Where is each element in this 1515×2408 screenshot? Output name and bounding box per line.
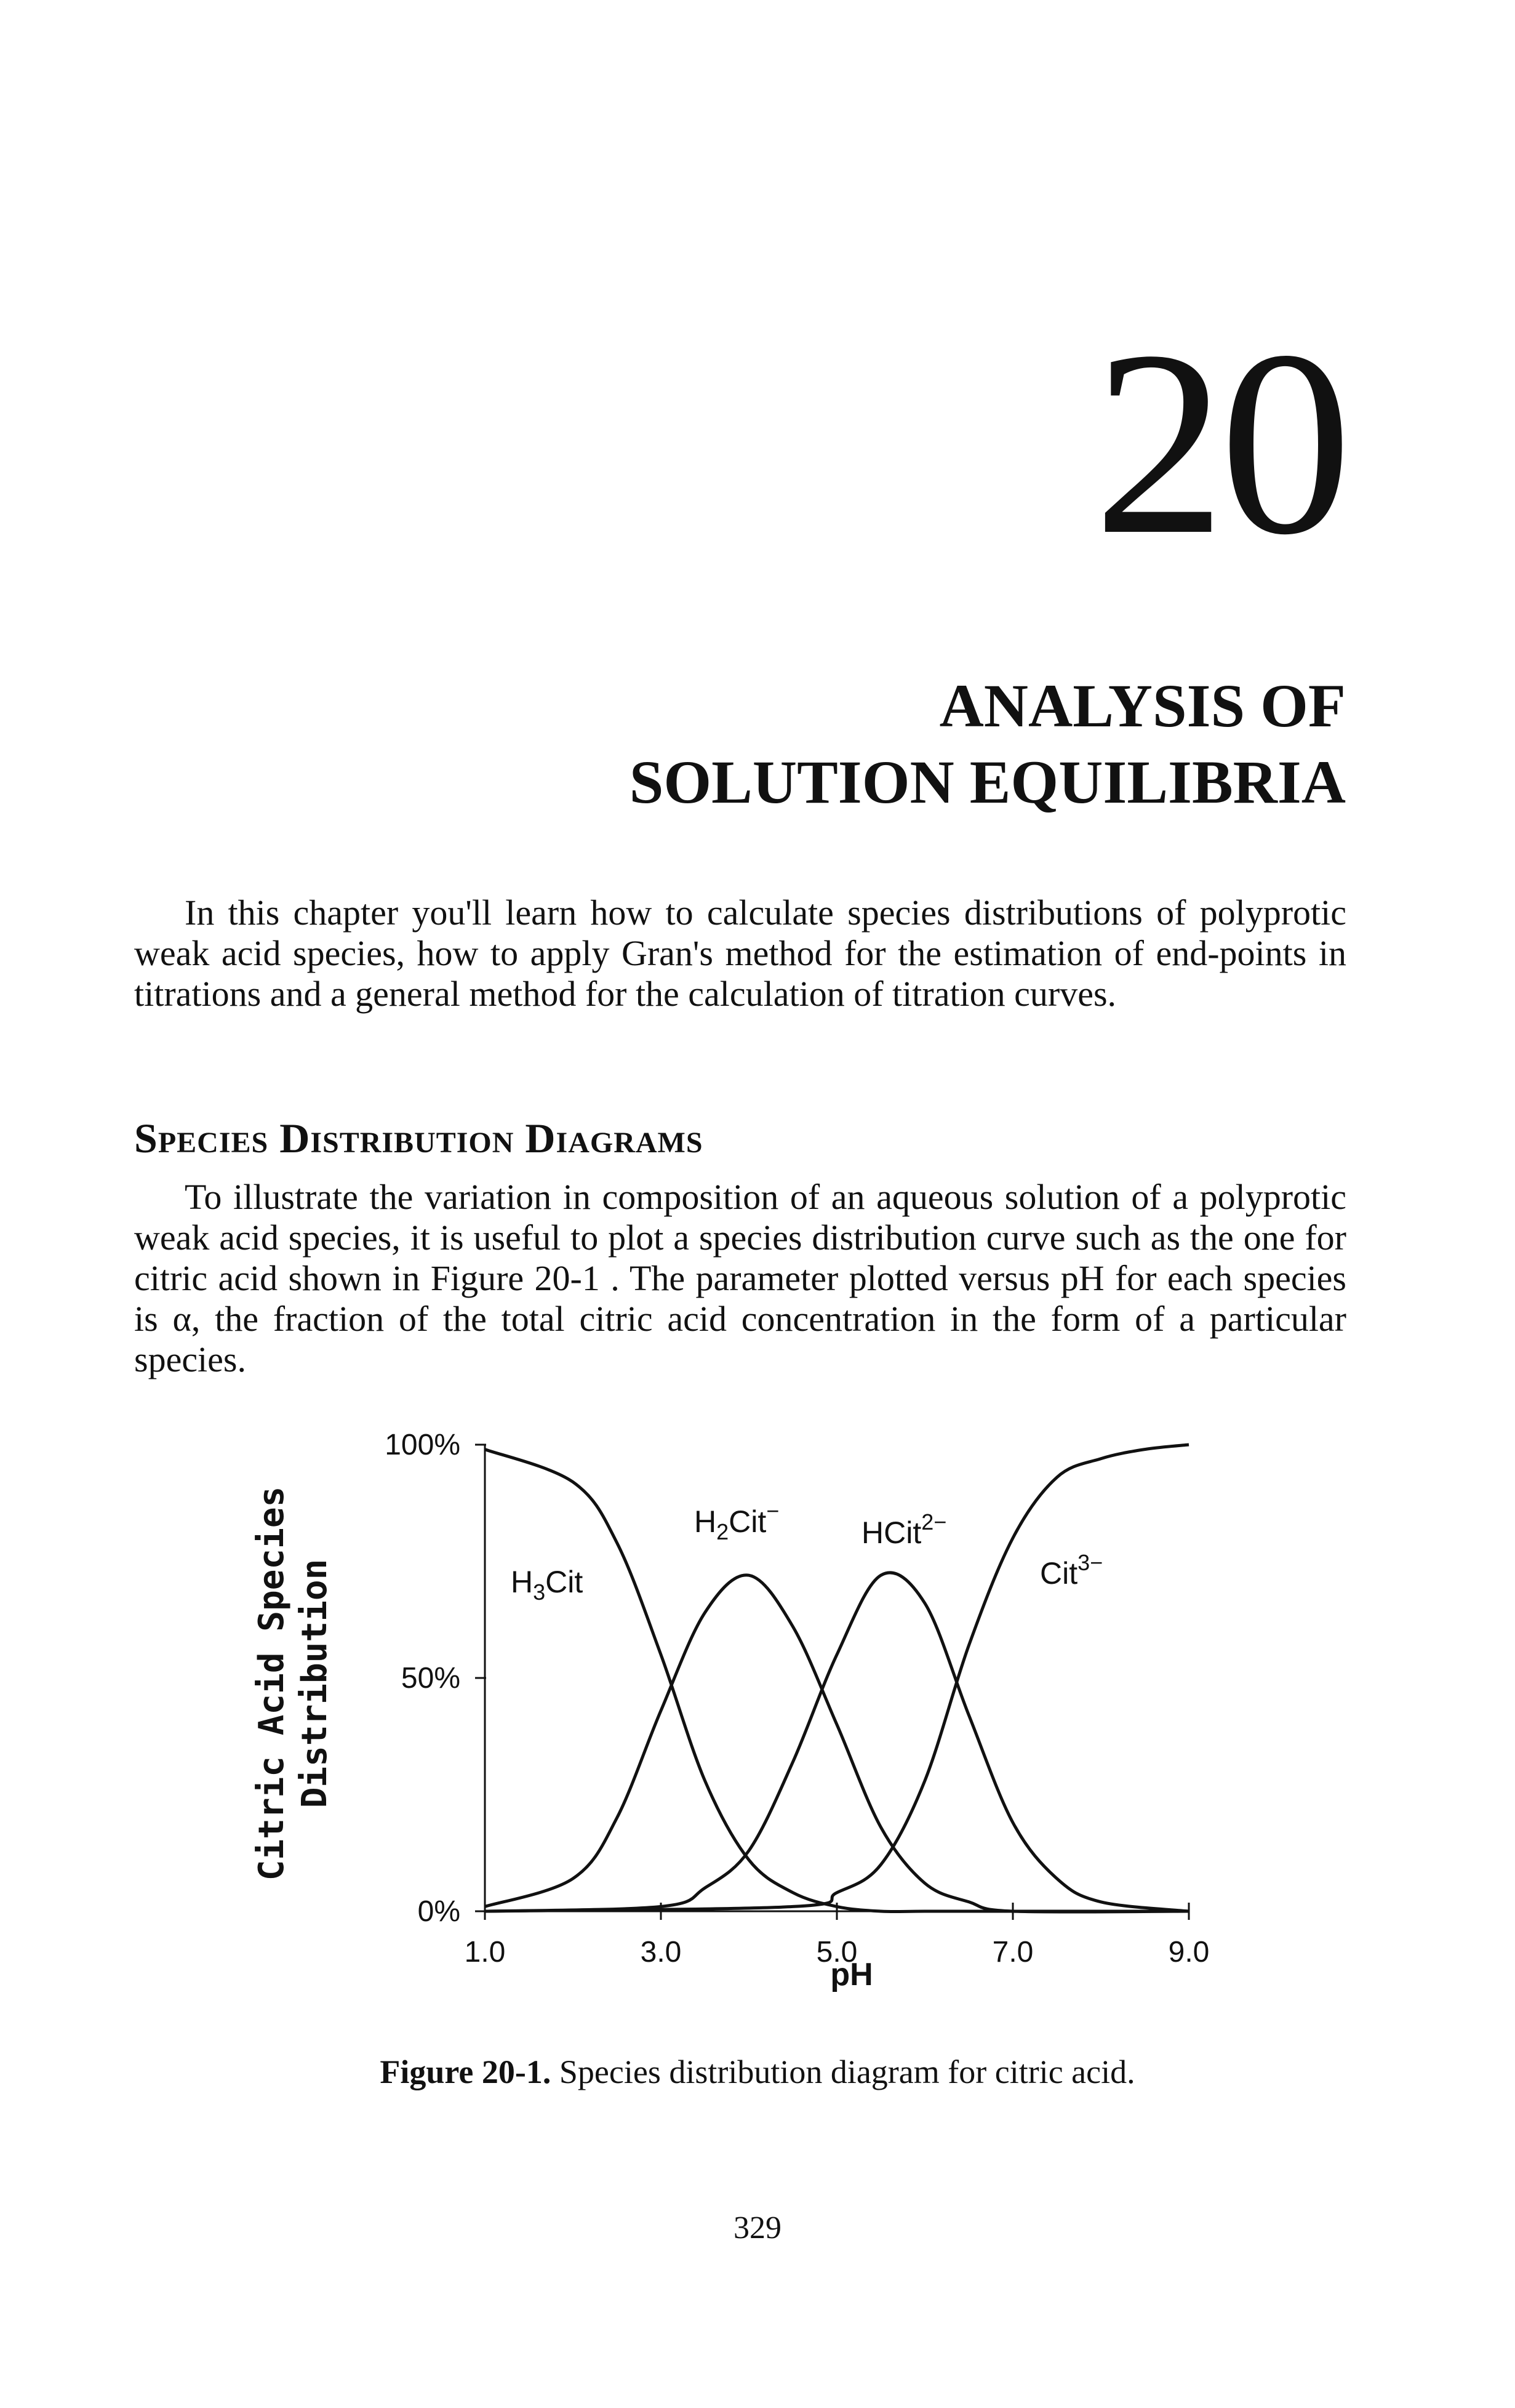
chapter-number: 20	[1093, 297, 1352, 590]
chapter-title: ANALYSIS OF SOLUTION EQUILIBRIA	[630, 668, 1346, 821]
x-tick-label: 9.0	[1169, 1936, 1210, 1969]
y-tick-label: 0%	[418, 1895, 460, 1928]
y-tick-label: 50%	[401, 1662, 460, 1695]
figure-caption: Figure 20-1. Species distribution diagra…	[0, 2053, 1515, 2091]
y-axis-label-line1: Citric Acid Species	[252, 1487, 292, 1881]
x-tick-label: 3.0	[641, 1936, 682, 1969]
y-axis-label: Citric Acid Species Distribution	[252, 1487, 335, 1881]
axes: 0% 50% 100% 1.0 3.0 5.0 7.0 9.0	[385, 1429, 1209, 1969]
curve-HCit2-	[484, 1571, 1189, 1913]
species-label-H2Cit-: H2Cit−	[694, 1498, 779, 1544]
figure-caption-text: Species distribution diagram for citric …	[559, 2053, 1135, 2090]
x-tick-label: 1.0	[465, 1936, 506, 1969]
species-label-H3Cit: H3Cit	[511, 1565, 583, 1605]
species-labels: H3Cit H2Cit− HCit2− Cit3−	[511, 1498, 1103, 1605]
species-label-Cit3-: Cit3−	[1040, 1550, 1103, 1591]
y-axis-label-line2: Distribution	[295, 1559, 335, 1808]
chapter-title-line2: SOLUTION EQUILIBRIA	[629, 748, 1346, 816]
curves	[484, 1443, 1189, 1914]
page-number: 329	[734, 2210, 781, 2245]
body-paragraph: To illustrate the variation in compositi…	[134, 1177, 1346, 1379]
curve-H2Cit-	[484, 1573, 1189, 1914]
y-tick-label: 100%	[385, 1429, 460, 1461]
intro-paragraph: In this chapter you'll learn how to calc…	[134, 893, 1346, 1014]
species-label-HCit2-: HCit2−	[861, 1509, 946, 1550]
x-tick-label: 7.0	[993, 1936, 1034, 1969]
species-distribution-chart: Citric Acid Species Distribution pH 0% 50…	[252, 1429, 1209, 1993]
figure-caption-label: Figure 20-1.	[380, 2053, 551, 2090]
curve-Cit3-	[484, 1443, 1189, 1913]
curve-H3Cit	[484, 1448, 1189, 1914]
x-tick-label: 5.0	[817, 1936, 858, 1969]
section-heading: Species Distribution Diagrams	[134, 1115, 703, 1162]
chapter-title-line1: ANALYSIS OF	[939, 672, 1346, 740]
species-distribution-figure: Citric Acid Species Distribution pH 0% 50…	[215, 1413, 1261, 1997]
x-axis-label: pH	[830, 1957, 873, 1993]
